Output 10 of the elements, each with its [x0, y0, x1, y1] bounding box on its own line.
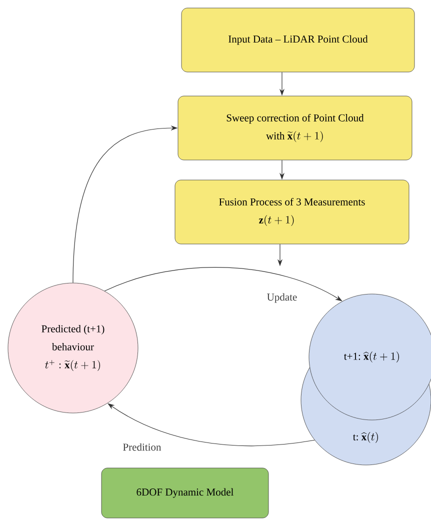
process-box: Fusion Process of 3 Measurements $\mathbf{z}(t+1)$	[174, 180, 410, 244]
process-box: Input Data – LiDAR Point Cloud	[181, 8, 415, 72]
node-label: $\widehat{\mathbf{x}}(t+1)$	[363, 352, 399, 362]
node-label: $\widehat{\mathbf{x}}(t)$	[361, 432, 378, 443]
process-box: Sweep correction of Point Cloud with $\widetilde{\mathbf{x}}(t+1)$	[178, 96, 412, 160]
edge-label: Update	[266, 292, 298, 304]
edge-label: Predition	[122, 442, 162, 452]
node-label: t:	[353, 434, 358, 440]
model-box: 6DOF Dynamic Model	[101, 468, 269, 518]
node-label: t+1:	[344, 352, 360, 360]
